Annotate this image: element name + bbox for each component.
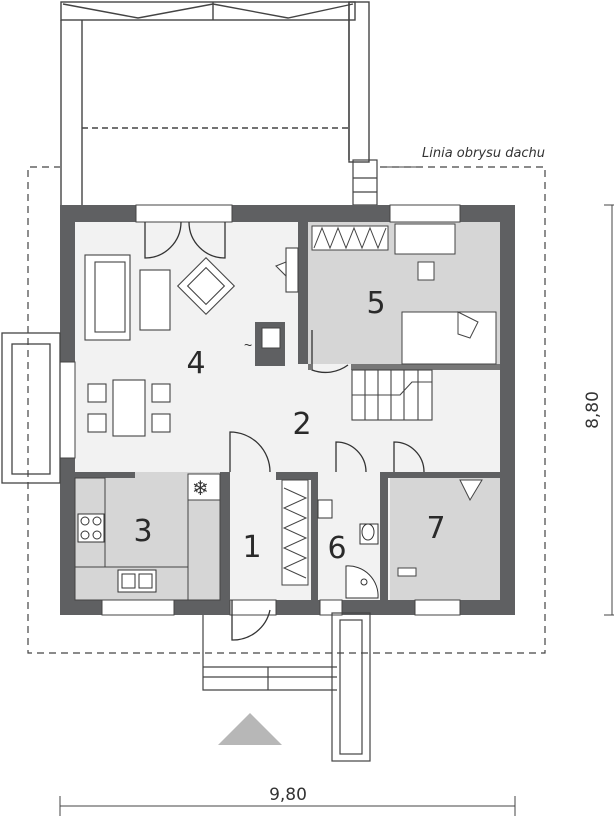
room-number-2: 2 [292, 407, 311, 442]
terrace-canopy [60, 1, 370, 205]
sink [117, 569, 157, 593]
exterior-steps [352, 159, 378, 206]
room-number-4: 4 [186, 346, 205, 381]
floor-room-7 [390, 472, 500, 600]
room-number-1: 1 [242, 530, 261, 565]
depth-dimension-line [604, 204, 614, 616]
stove [77, 513, 105, 543]
desk-chair [417, 261, 435, 281]
desk [394, 223, 456, 255]
room-number-5: 5 [366, 286, 385, 321]
svg-text:~: ~ [244, 337, 252, 353]
entrance-canopy [202, 612, 371, 762]
room-number-3: 3 [133, 514, 152, 549]
width-dimension: 9,80 [269, 785, 307, 805]
side-balcony [1, 332, 61, 484]
snowflake-icon: ❄ [192, 478, 209, 500]
roof-outline [27, 166, 546, 654]
wardrobe-room-5 [311, 225, 389, 251]
width-dimension-line [59, 796, 516, 816]
entrance-arrow-icon [218, 713, 282, 745]
bathroom-fixtures [317, 499, 379, 599]
bed [401, 311, 497, 365]
tv-unit [275, 247, 299, 293]
staircase [351, 369, 433, 421]
depth-dimension: 8,80 [583, 391, 603, 429]
room-7-items [397, 479, 483, 577]
sofa [84, 254, 131, 341]
openings [59, 204, 515, 616]
hall-closet [281, 479, 309, 586]
dining-set [87, 379, 171, 437]
doors [144, 221, 425, 641]
room-number-6: 6 [327, 531, 346, 566]
fridge [187, 473, 221, 501]
roof-outline-label: Linia obrysu dachu [422, 146, 545, 161]
fireplace: ~ [244, 327, 281, 353]
armchair [176, 256, 236, 316]
coffee-table [139, 269, 171, 331]
room-number-7: 7 [426, 511, 445, 546]
